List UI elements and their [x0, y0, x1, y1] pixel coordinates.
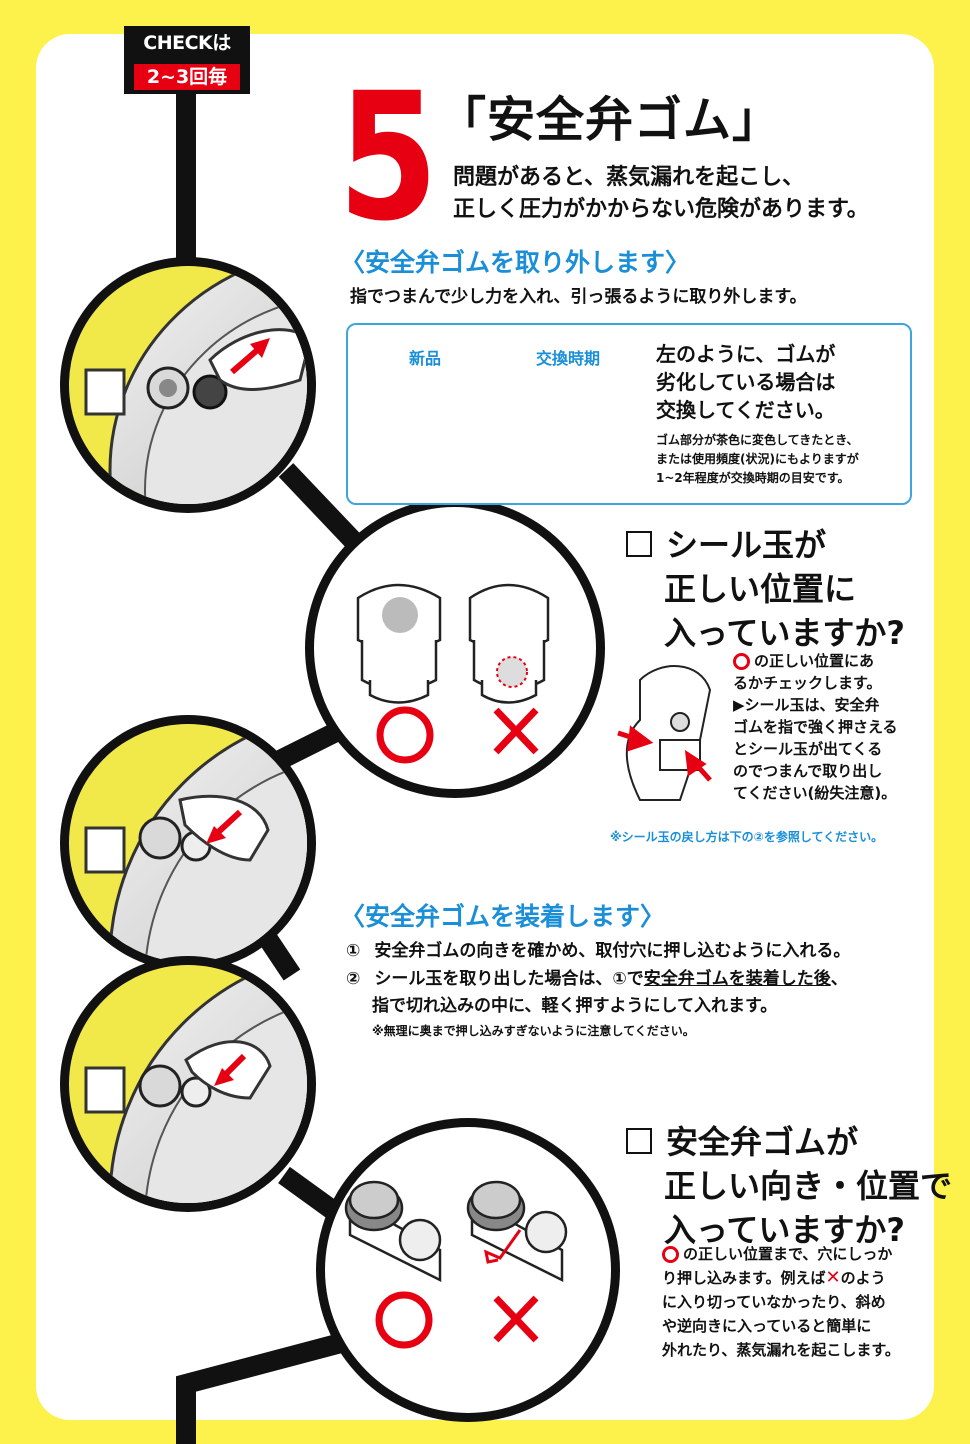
check1-desc-4: とシール玉が出てくる: [733, 740, 883, 758]
install-step-2: ② シール玉を取り出した場合は、①で安全弁ゴムを装着した後、: [346, 966, 848, 992]
ok-circle-icon: [733, 653, 750, 670]
lead-text: 問題があると、蒸気漏れを起こし、 正しく圧力がかからない危険があります。: [453, 162, 869, 226]
advice-line-1: 左のように、ゴムが: [656, 342, 836, 366]
check2-description: の正しい位置まで、穴にしっか り押し込みます。例えば✕のよう に入り切っていなか…: [662, 1242, 922, 1362]
remove-instruction: 指でつまんで少し力を入れ、引っ張るように取り外します。: [350, 287, 807, 307]
check2-desc-1: や逆向きに入っていると簡単に: [662, 1317, 872, 1335]
step2-number: ②: [346, 969, 361, 989]
check-badge: CHECKは: [124, 26, 250, 60]
replace-advice: 左のように、ゴムが 劣化している場合は 交換してください。: [656, 340, 835, 424]
check1-line-2: 正しい位置に: [664, 570, 857, 608]
check1-desc-1: るかチェックします。: [733, 674, 882, 692]
step1-number: ①: [346, 941, 361, 961]
advice-line-2: 劣化している場合は: [656, 370, 836, 394]
advice-line-3: 交換してください。: [656, 398, 835, 422]
note-line-2: または使用頻度(状況)にもよりますが: [656, 452, 859, 466]
check1-description: の正しい位置にあ るかチェックします。 ▶シール玉は、安全弁 ゴムを指で強く押さ…: [733, 650, 918, 804]
note-line-3: 1~2年程度が交換時期の目安です。: [656, 471, 850, 485]
diagram-seal-ball-circle: [305, 498, 605, 798]
check2-desc-2: 外れたり、蒸気漏れを起こします。: [662, 1341, 900, 1359]
check1-line-3: 入っていますか?: [664, 614, 905, 652]
check1-desc-0: の正しい位置にあ: [754, 652, 875, 670]
lead-line-2: 正しく圧力がかからない危険があります。: [453, 197, 869, 222]
step1-text: 安全弁ゴムの向きを確かめ、取付穴に押し込むように入れる。: [374, 941, 851, 961]
check-frequency-text: 2~3回毎: [134, 64, 240, 90]
check2-desc-0: に入り切っていなかったり、斜め: [662, 1293, 886, 1311]
check1-desc-3: ゴムを指で強く押さえる: [733, 718, 898, 736]
photo-remove-circle: [60, 257, 316, 513]
replace-label: 交換時期: [536, 349, 601, 368]
check1-desc-5: のでつまんで取り出し: [733, 762, 883, 780]
replace-note: ゴム部分が茶色に変色してきたとき、 または使用頻度(状況)にもよりますが 1~2…: [656, 431, 859, 488]
hand-red-arrows: [617, 725, 712, 782]
diagram-orientation-circle: [316, 1118, 620, 1422]
check2-line-2: 正しい向き・位置で: [664, 1167, 953, 1205]
note-line-1: ゴム部分が茶色に変色してきたとき、: [656, 433, 859, 447]
install-step-1: ① 安全弁ゴムの向きを確かめ、取付穴に押し込むように入れる。: [346, 938, 850, 964]
check2-desc-1b: の正しい位置まで、穴にしっか: [683, 1245, 893, 1263]
check2-question: 安全弁ゴムが 正しい向き・位置で 入っていますか?: [626, 1120, 952, 1252]
check2-desc-2b: のよう: [840, 1269, 886, 1287]
check1-desc-6: てください(紛失注意)。: [733, 784, 897, 802]
check2-desc-2a: り押し込みます。例えば: [662, 1269, 826, 1287]
step2-text-a: シール玉を取り出した場合は、①で: [374, 969, 644, 989]
replacement-info-box: [346, 323, 912, 505]
check2-line-1: 安全弁ゴムが: [666, 1123, 859, 1161]
install-heading: 〈安全弁ゴムを装着します〉: [340, 902, 666, 931]
check1-desc-2: ▶シール玉は、安全弁: [733, 696, 880, 714]
check1-footnote: ※シール玉の戻し方は下の②を参照してください。: [610, 830, 884, 844]
step2-underlined: 安全弁ゴムを装着した後: [643, 969, 831, 989]
check1-question: シール玉が 正しい位置に 入っていますか?: [626, 523, 905, 655]
ok-circle-icon: [662, 1246, 679, 1263]
check1-checkbox[interactable]: [626, 531, 652, 557]
new-label: 新品: [409, 349, 442, 368]
check2-line-3: 入っていますか?: [664, 1211, 905, 1249]
check1-line-1: シール玉が: [666, 526, 827, 564]
step2-line-2: 指で切れ込みの中に、軽く押すようにして入れます。: [372, 996, 778, 1016]
section-number: 5: [338, 55, 439, 260]
ng-cross-icon: ✕: [825, 1267, 841, 1288]
install-note: ※無理に奥まで押し込みすぎないように注意してください。: [372, 1024, 695, 1038]
check-frequency-badge: 2~3回毎: [124, 60, 250, 94]
page-title: 「安全弁ゴム」: [438, 92, 782, 148]
step2-text-b: 、: [830, 969, 848, 989]
check2-checkbox[interactable]: [626, 1128, 652, 1154]
remove-heading: 〈安全弁ゴムを取り外します〉: [340, 248, 691, 277]
lead-line-1: 問題があると、蒸気漏れを起こし、: [453, 165, 805, 190]
